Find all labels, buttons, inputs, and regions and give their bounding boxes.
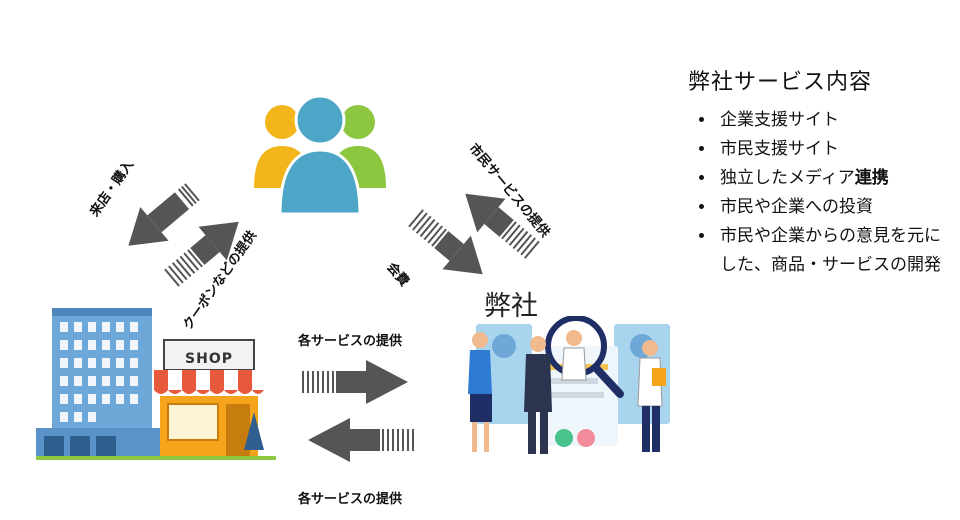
- service-item-emphasis: 連携: [854, 168, 889, 188]
- service-item: 企業支援サイト: [716, 106, 948, 135]
- arrow-citizen-service: [465, 193, 540, 259]
- services-panel: 弊社サービス内容 企業支援サイト 市民支援サイト 独立したメディア連携 市民や企…: [688, 64, 948, 280]
- label-service-top: 各サービスの提供: [298, 334, 403, 349]
- service-item: 市民支援サイト: [716, 135, 948, 164]
- shop-building-illustration: [36, 308, 276, 460]
- label-service-bottom: 各サービスの提供: [298, 492, 403, 507]
- services-list: 企業支援サイト 市民支援サイト 独立したメディア連携 市民や企業への投資 市民や…: [688, 106, 948, 280]
- arrow-coupon: [164, 221, 239, 287]
- service-item: 市民や企業への投資: [716, 193, 948, 222]
- citizens-group-icon: [254, 94, 386, 216]
- arrow-service-to-shop: [308, 418, 414, 462]
- shop-sign: SHOP: [185, 351, 233, 367]
- company-team-illustration: [468, 316, 670, 454]
- service-item: 市民や企業からの意見を元にした、商品・サービスの開発: [716, 222, 948, 280]
- company-label: 弊社: [484, 291, 538, 322]
- arrow-membership-fee: [408, 209, 483, 275]
- services-title: 弊社サービス内容: [688, 70, 873, 95]
- arrow-visit-purchase: [128, 183, 200, 246]
- service-item: 独立したメディア連携: [716, 164, 948, 193]
- arrow-service-to-company: [302, 360, 408, 404]
